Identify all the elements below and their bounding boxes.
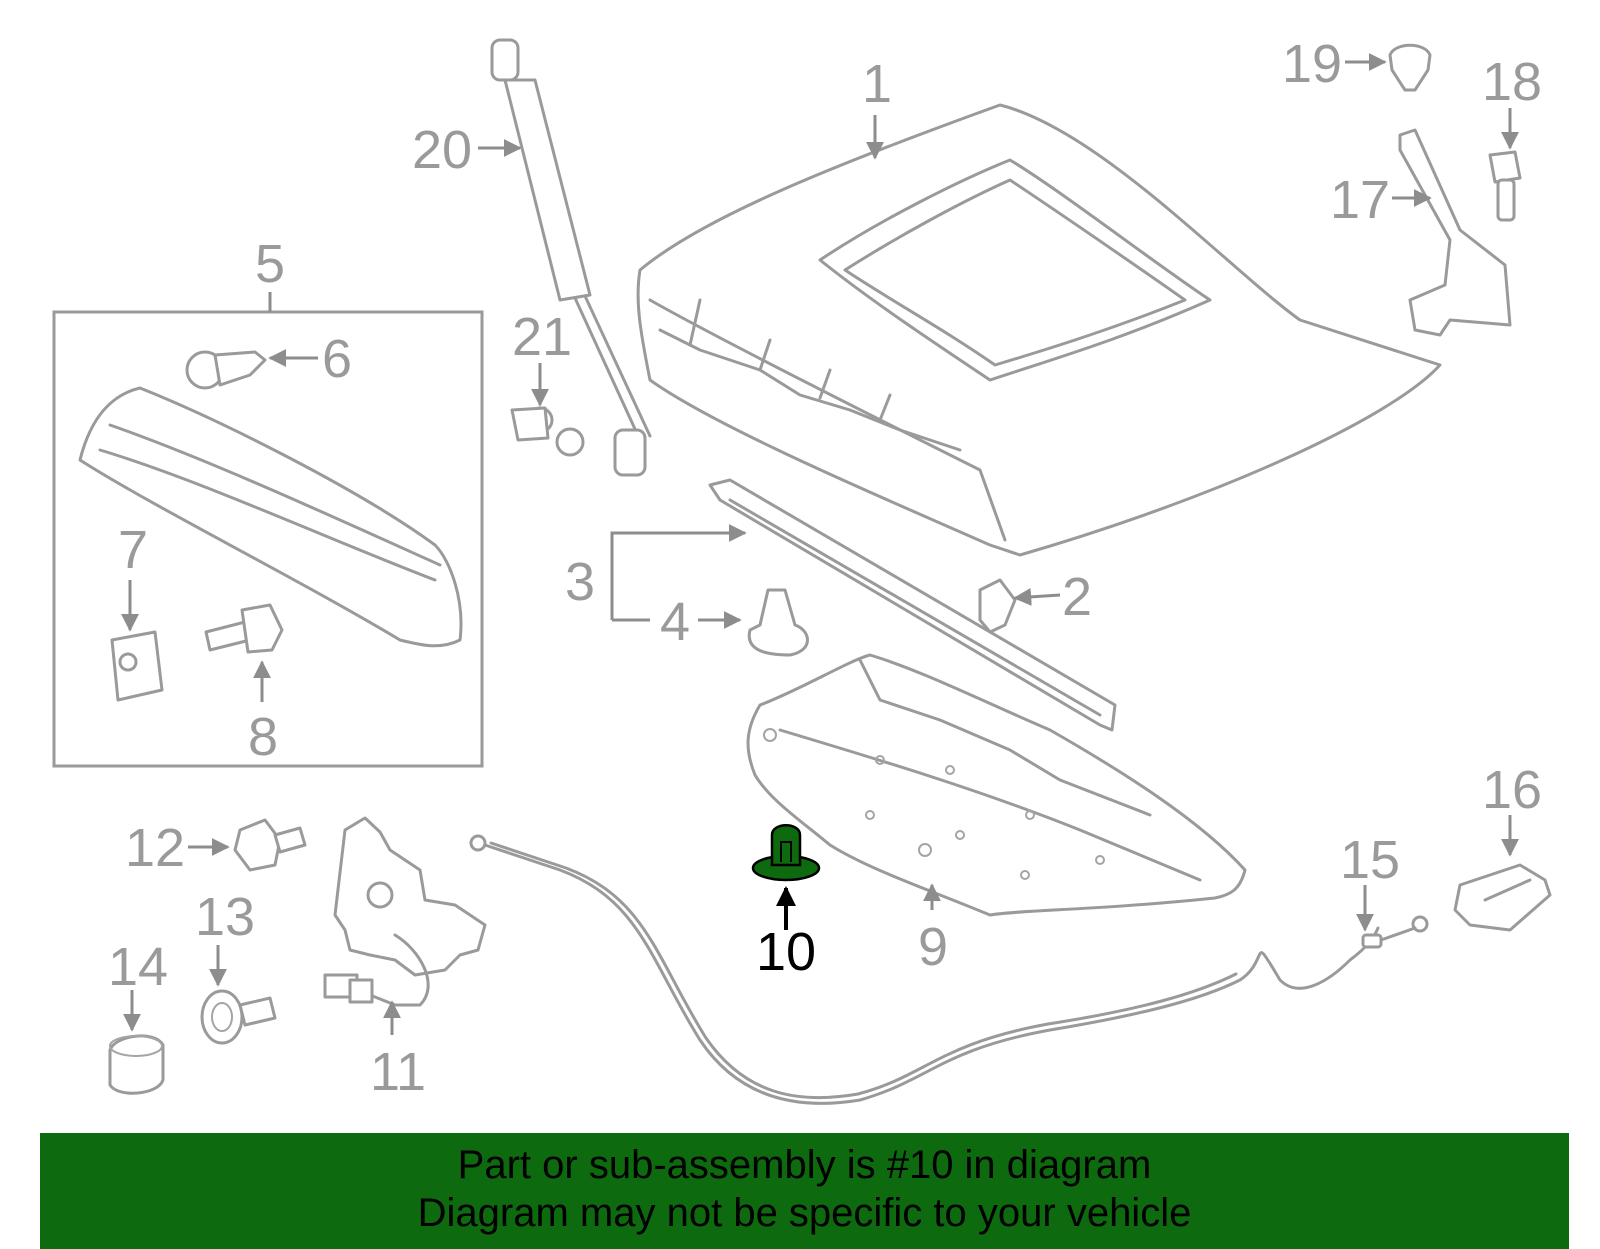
retainer-clip — [185, 350, 267, 390]
callout-13: 13 — [195, 887, 255, 947]
callout-19: 19 — [1282, 34, 1342, 94]
callout-6: 6 — [322, 329, 352, 389]
bolt-18 — [1488, 150, 1522, 222]
hood-panel — [636, 103, 1442, 557]
callout-17: 17 — [1330, 170, 1390, 230]
nut-clip — [110, 630, 164, 702]
callout-20: 20 — [412, 120, 472, 180]
bolt-12 — [233, 818, 307, 872]
hood-seal — [708, 478, 1117, 732]
assembly-5-frame — [52, 310, 484, 768]
callout-21: 21 — [512, 307, 572, 367]
callout-18: 18 — [1482, 52, 1542, 112]
callout-7: 7 — [118, 520, 148, 580]
hood-bumper — [1388, 43, 1432, 92]
callout-16: 16 — [1482, 760, 1542, 820]
hood-insulator — [746, 653, 1247, 917]
callout-12: 12 — [125, 818, 185, 878]
bolt-13 — [200, 989, 277, 1045]
callout-8: 8 — [248, 707, 278, 767]
callout-9: 9 — [918, 917, 948, 977]
callout-3: 3 — [565, 552, 595, 612]
push-clip-2 — [978, 578, 1017, 634]
hood-latch — [323, 816, 487, 1007]
callout-4: 4 — [660, 592, 690, 652]
highlighted-part-10 — [751, 824, 821, 882]
bolt-8 — [204, 603, 284, 654]
callout-labels: 1 2 3 4 5 6 7 8 9 10 11 12 13 14 15 16 1… — [108, 34, 1542, 1102]
hood-lift-strut — [490, 38, 652, 477]
info-banner: Part or sub-assembly is #10 in diagram D… — [40, 1133, 1569, 1249]
push-clip-4 — [747, 588, 809, 657]
hood-scoop — [78, 386, 463, 648]
callout-5: 5 — [255, 234, 285, 294]
hood-hinge — [1398, 128, 1512, 337]
callout-15: 15 — [1340, 830, 1400, 890]
banner-line-disclaimer: Diagram may not be specific to your vehi… — [417, 1191, 1192, 1235]
cable-end — [1361, 915, 1429, 949]
plug-14 — [108, 1034, 165, 1095]
callout-10-highlighted: 10 — [756, 922, 816, 982]
leader-arrows — [121, 53, 1519, 1035]
callout-11: 11 — [370, 1042, 426, 1102]
ball-stud — [510, 406, 585, 457]
release-handle — [1453, 863, 1552, 932]
callout-1: 1 — [862, 54, 892, 114]
callout-14: 14 — [108, 937, 168, 997]
banner-line-part: Part or sub-assembly is #10 in diagram — [457, 1143, 1152, 1187]
release-cable — [469, 834, 1380, 1105]
callout-2: 2 — [1062, 567, 1092, 627]
